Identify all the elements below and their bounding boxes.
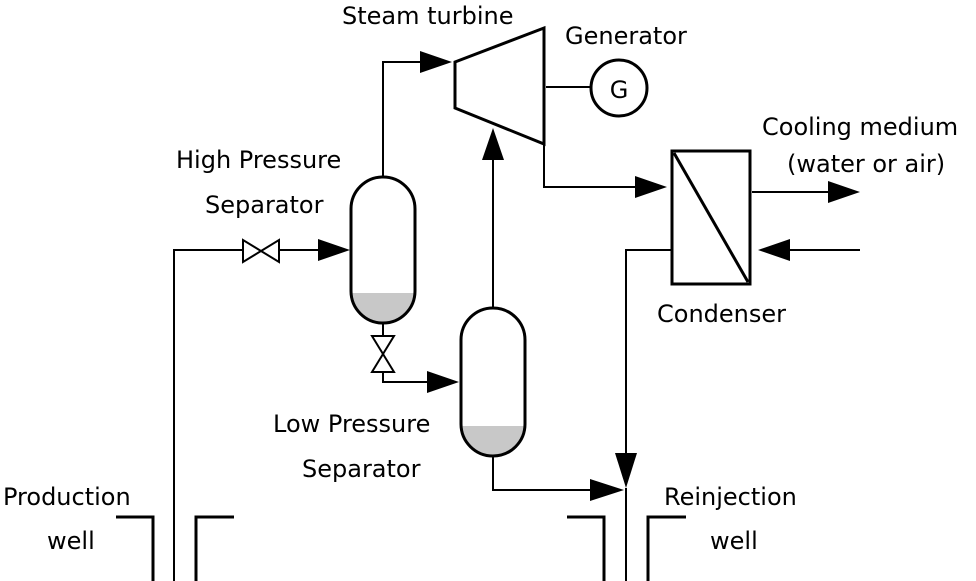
- reinjection-well-sublabel: well: [710, 527, 758, 555]
- production-well: [116, 515, 234, 581]
- condenser-label: Condenser: [657, 300, 786, 328]
- brine-pipe: [492, 456, 590, 491]
- lp-separator-sublabel: Separator: [302, 455, 421, 483]
- steam-turbine-label: Steam turbine: [342, 2, 514, 30]
- cooling-medium-sublabel: (water or air): [787, 150, 945, 178]
- reinjection-well-casing-right: [646, 515, 686, 581]
- arrow-condensate-down: [615, 453, 637, 488]
- condensate-pipe: [625, 249, 672, 453]
- flow-arrows: [318, 51, 860, 501]
- production-well-sublabel: well: [47, 527, 95, 555]
- arrow-hp-inlet: [318, 239, 350, 261]
- arrow-cooling-out: [828, 181, 860, 203]
- reinjection-well-casing-left: [567, 515, 606, 581]
- generator-icon: G: [589, 58, 649, 118]
- arrow-brine-reinjection: [590, 479, 624, 501]
- arrow-cooling-in: [758, 239, 790, 261]
- generator-label: Generator: [565, 22, 687, 50]
- production-pipe: [173, 249, 243, 581]
- condenser-icon: [670, 149, 752, 286]
- reinjection-well: [567, 515, 686, 581]
- hp-separator-label: High Pressure: [176, 146, 341, 174]
- arrow-condenser-inlet: [635, 176, 667, 198]
- exhaust-pipe: [543, 144, 635, 188]
- pipes: [173, 61, 860, 581]
- hp-drain-pipe-lower: [382, 372, 427, 383]
- inlet-valve-icon: [242, 238, 280, 264]
- production-well-label: Production: [3, 483, 131, 511]
- hp-steam-pipe: [382, 61, 420, 177]
- generator-symbol: G: [610, 76, 629, 104]
- hp-drain-valve-icon: [370, 335, 396, 373]
- reinjection-well-label: Reinjection: [664, 483, 797, 511]
- cooling-medium-label: Cooling medium: [762, 113, 958, 141]
- arrow-lp-inlet: [427, 371, 459, 393]
- arrow-turbine-inlet: [420, 51, 452, 73]
- production-well-casing-right: [194, 515, 234, 581]
- lp-separator-label: Low Pressure: [273, 410, 430, 438]
- production-well-casing-left: [116, 515, 155, 581]
- hp-separator-sublabel: Separator: [205, 191, 324, 219]
- arrow-lp-steam-up: [482, 128, 504, 160]
- low-pressure-separator: [459, 306, 527, 458]
- high-pressure-separator: [349, 175, 417, 325]
- steam-turbine-icon: [453, 25, 546, 147]
